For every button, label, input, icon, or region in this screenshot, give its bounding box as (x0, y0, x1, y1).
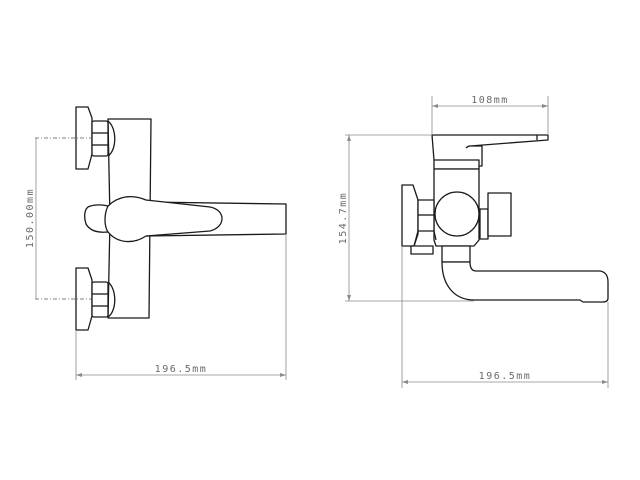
arrow-left-icon (432, 104, 438, 108)
side-width-dimension: 196.5mm (401, 246, 609, 388)
side-view: 108mm 154.7mm 196.5mm (338, 95, 609, 388)
front-top-dome (107, 120, 116, 157)
arrow-up-icon (347, 135, 351, 141)
side-lever-curve (465, 145, 471, 149)
front-bottom-nut (91, 281, 109, 318)
arrow-left-icon (76, 373, 82, 377)
front-height-dimension: 150.00mm (25, 138, 37, 299)
arrow-down-icon (347, 295, 351, 301)
side-left-base (413, 230, 437, 247)
side-neck-collar (433, 159, 480, 170)
side-height-dimension: 154.7mm (338, 134, 474, 302)
side-diverter-outlet (410, 245, 434, 255)
side-height-label: 154.7mm (338, 192, 349, 245)
side-right-knob (487, 192, 512, 237)
side-left-knob (401, 184, 419, 247)
front-height-label: 150.00mm (25, 188, 36, 248)
arrow-right-icon (542, 104, 548, 108)
front-width-label: 196.5mm (155, 364, 208, 375)
front-width-dimension: 196.5mm (75, 234, 287, 380)
front-bottom-dome (107, 281, 116, 318)
front-top-nut (91, 120, 109, 157)
side-spout (441, 261, 609, 303)
side-top-label: 108mm (471, 95, 509, 106)
arrow-right-icon (602, 380, 608, 384)
front-lever-handle (84, 195, 223, 243)
side-right-stem (479, 208, 489, 240)
side-spout-collar (441, 245, 471, 263)
arrow-right-icon (280, 373, 286, 377)
arrow-left-icon (402, 380, 408, 384)
front-top-valve (75, 106, 116, 170)
side-width-label: 196.5mm (479, 371, 532, 382)
front-view: 150.00mm 196.5mm (25, 106, 287, 380)
side-cartridge-circle (434, 191, 480, 237)
front-lever-knob-outline (104, 205, 109, 233)
side-top-dimension: 108mm (431, 95, 549, 135)
